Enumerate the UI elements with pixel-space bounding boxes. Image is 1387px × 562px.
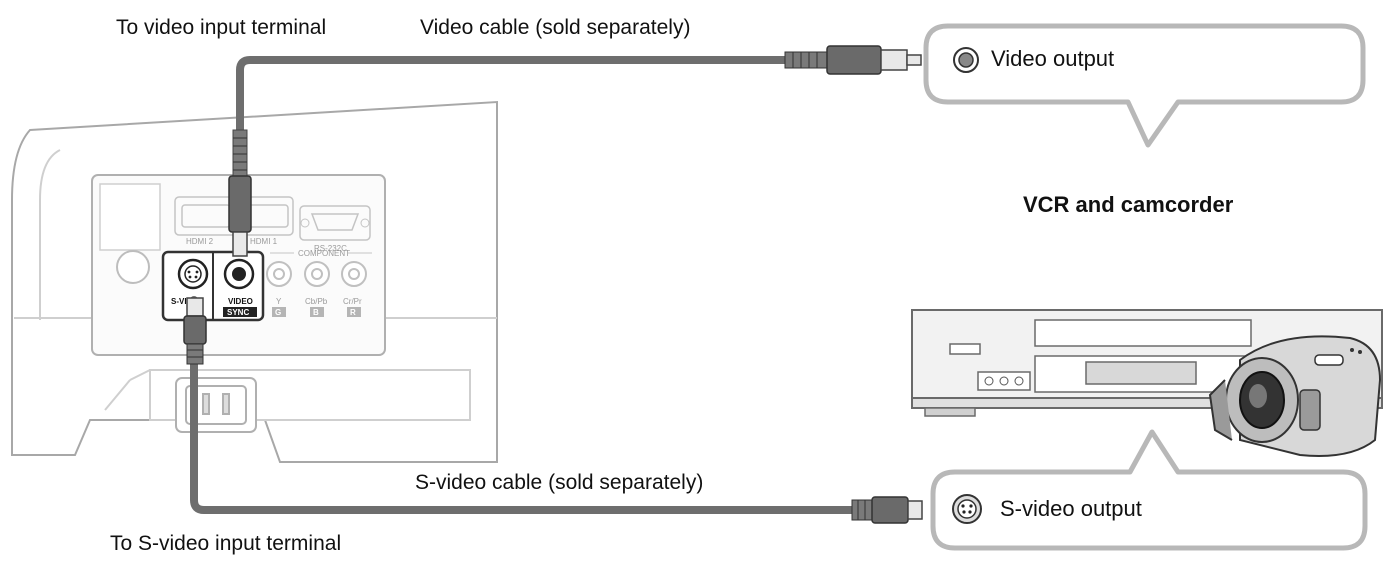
to-svideo-input-label: To S-video input terminal (110, 532, 342, 555)
svideo-output-text: S-video output (1000, 496, 1142, 521)
vcr-camcorder-label: VCR and camcorder (1023, 192, 1234, 217)
r-label: R (350, 308, 356, 317)
rs232c-label: RS-232C (314, 244, 347, 253)
svideo-output-port-icon (952, 494, 982, 524)
svideo-cable (183, 296, 923, 524)
video-output-port-icon (953, 47, 979, 73)
terminal-panel: HDMI 2 HDMI 1 RS-232C S-VIDEO VIDEO SYNC… (91, 174, 386, 356)
g-label: G (275, 308, 281, 317)
svideo-output-bubble (930, 429, 1368, 551)
sync-label: SYNC (227, 308, 249, 317)
hdmi2-label: HDMI 2 (186, 237, 214, 246)
cr-pr-label: Cr/Pr (343, 297, 362, 306)
b-label: B (313, 308, 319, 317)
svideo-cable-label: S-video cable (sold separately) (415, 471, 704, 494)
component-label: COMPONENT (298, 249, 350, 258)
video-port-label: VIDEO (228, 297, 253, 306)
to-video-input-label: To video input terminal (116, 16, 327, 39)
video-cable (228, 45, 922, 257)
video-cable-label: Video cable (sold separately) (420, 16, 691, 39)
video-output-bubble (923, 23, 1366, 148)
camcorder-illustration (1208, 335, 1382, 457)
cb-pb-label: Cb/Pb (305, 297, 328, 306)
video-output-text: Video output (991, 46, 1115, 71)
hdmi1-label: HDMI 1 (250, 237, 278, 246)
power-inlet (175, 377, 257, 433)
y-label: Y (276, 297, 282, 306)
